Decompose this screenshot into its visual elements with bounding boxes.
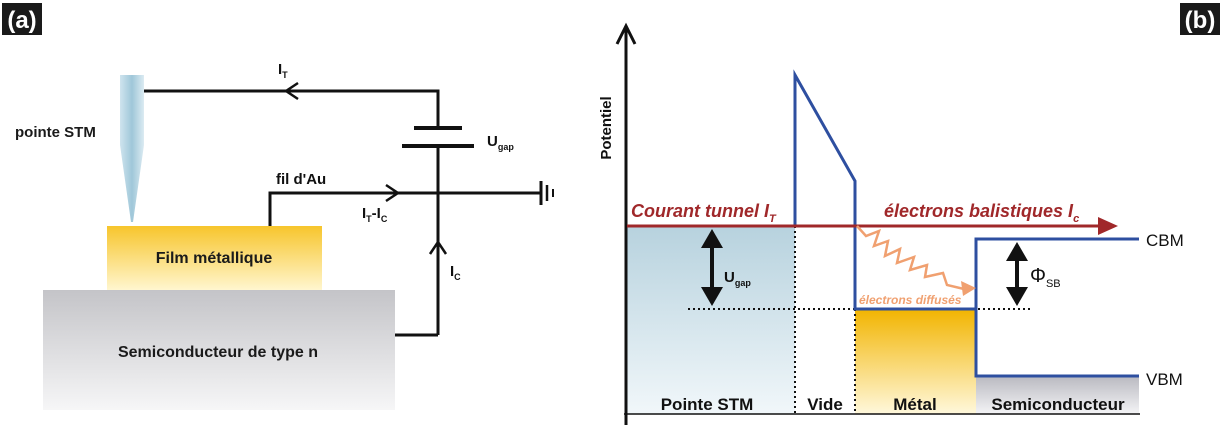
- ic-arrow-icon: [428, 239, 448, 255]
- ugap-arrow-up-icon: [701, 229, 723, 248]
- panel-b-tag: (b): [1185, 7, 1216, 34]
- panel-a: (a) Semiconducteur de type n Film métall…: [2, 3, 554, 410]
- metal-film-label: Film métallique: [156, 250, 273, 267]
- tunnel-current-label: Courant tunnel IT: [631, 201, 777, 225]
- cbm-label: CBM: [1146, 231, 1184, 250]
- metal-region: [855, 309, 976, 414]
- phi-arrow-up-icon: [1006, 242, 1028, 261]
- itic-label: IT-IC: [362, 205, 388, 224]
- region-semiconductor-label: Semiconducteur: [991, 395, 1125, 414]
- it-label: IT: [278, 61, 288, 80]
- tunnel-arrow-icon: [1098, 217, 1118, 235]
- circuit-wires: [144, 89, 540, 337]
- semiconductor-block: [43, 290, 395, 410]
- ugap-label-b: Ugap: [724, 269, 751, 288]
- wire-label: fil d'Au: [276, 171, 326, 188]
- band-profile: [627, 69, 1139, 378]
- ugap-label-a: Ugap: [487, 133, 514, 152]
- panel-a-tag-box: [2, 3, 42, 35]
- ic-label: IC: [450, 263, 461, 282]
- y-axis-label: Potentiel: [598, 96, 615, 159]
- scatter-arrow-icon: [961, 281, 976, 296]
- scattered-electrons-label: électrons diffusés: [859, 293, 962, 307]
- scattered-electrons-path: [856, 225, 965, 291]
- metal-film-block: [107, 226, 322, 290]
- region-metal-label: Métal: [893, 395, 936, 414]
- region-tip-label: Pointe STM: [661, 395, 754, 414]
- phi-label: ΦSB: [1030, 265, 1061, 290]
- it-arrow-icon: [283, 81, 299, 101]
- phi-arrow-down-icon: [1006, 287, 1028, 306]
- region-vacuum-label: Vide: [807, 395, 843, 414]
- tip-label: pointe STM: [15, 124, 96, 141]
- panel-b: (b) Potentiel Ugap: [598, 3, 1220, 425]
- vbm-label: VBM: [1146, 370, 1183, 389]
- panel-b-tag-box: [1180, 3, 1220, 35]
- y-axis-arrow-icon: [615, 22, 637, 45]
- stm-tip-icon: [120, 75, 144, 222]
- ballistic-electrons-label: électrons balistiques Ic: [884, 201, 1079, 225]
- semiconductor-region: [976, 376, 1139, 414]
- semiconductor-label: Semiconducteur de type n: [118, 344, 318, 361]
- panel-a-tag: (a): [7, 7, 36, 34]
- itic-arrow-icon: [385, 183, 401, 203]
- ugap-arrow-down-icon: [701, 287, 723, 306]
